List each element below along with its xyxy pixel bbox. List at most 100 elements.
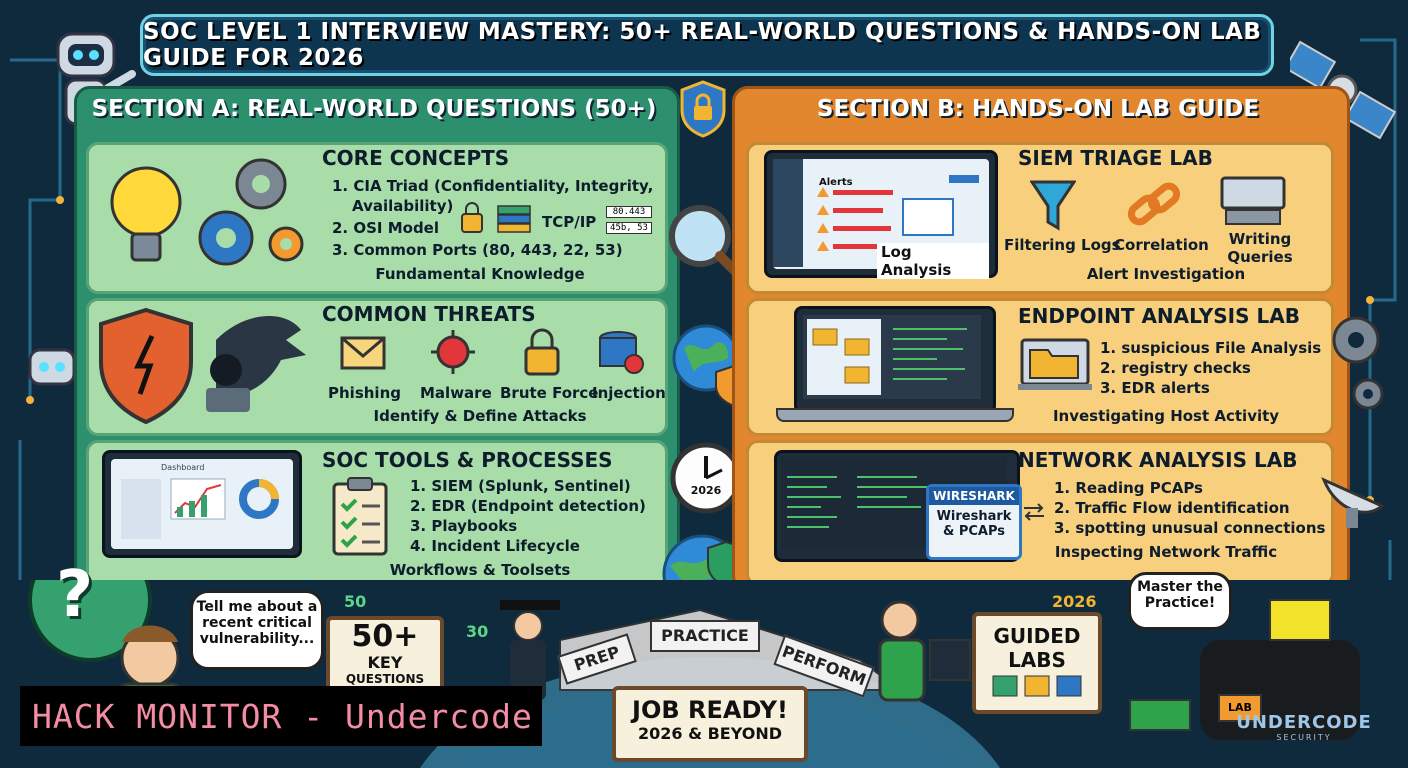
threat-label-brute-force: Brute Force: [500, 384, 599, 402]
lock-stack-icon: [461, 202, 531, 233]
floating-2026: 2026: [1052, 592, 1097, 611]
keyboard-icon: [1220, 176, 1286, 225]
master-line-2: Practice!: [1144, 595, 1216, 611]
lab-book-label: LAB: [1218, 694, 1262, 722]
threat-label-injection: Injection: [592, 384, 666, 402]
clock-year: 2026: [690, 484, 722, 497]
virus-icon: [431, 330, 475, 374]
siem-label-filtering: Filtering Logs: [1004, 236, 1121, 254]
radar-dish-icon: [1321, 477, 1385, 528]
database-icon: [599, 331, 644, 374]
floating-50: 50: [344, 592, 367, 611]
tools-item-4: 4. Incident Lifecycle: [410, 537, 580, 555]
guided-text: GUIDED: [993, 624, 1081, 648]
threat-label-phishing: Phishing: [328, 384, 401, 402]
alerts-label: Alerts: [819, 177, 853, 188]
core-item-1: 1. CIA Triad (Confidentiality, Integrity…: [332, 177, 654, 195]
siem-label-queries: Queries: [1227, 248, 1293, 266]
master-line-1: Master the: [1137, 579, 1223, 595]
clipboard-checklist-icon: [332, 477, 388, 556]
network-item-2: 2. Traffic Flow identification: [1054, 499, 1290, 517]
key-sign-key: KEY: [367, 653, 403, 672]
swap-arrows-icon: [1024, 503, 1044, 521]
siem-lab-title: SIEM TRIAGE LAB: [1018, 146, 1213, 170]
brand-name: UNDERCODE: [1236, 712, 1372, 733]
wireshark-logo: WIRESHARK: [929, 487, 1019, 505]
network-item-1: 1. Reading PCAPs: [1054, 479, 1203, 497]
page-title: SOC LEVEL 1 INTERVIEW MASTERY: 50+ REAL-…: [143, 19, 1262, 71]
guided-icons: [992, 675, 1082, 697]
gears-icon: [1332, 316, 1384, 410]
question-line-3: vulnerability...: [199, 631, 315, 647]
endpoint-item-1: 1. suspicious File Analysis: [1100, 339, 1322, 357]
threat-label-malware: Malware: [420, 384, 492, 402]
tcp-ip-label: TCP/IP: [542, 213, 597, 231]
watermark-box: HACK MONITOR - Undercode: [20, 686, 542, 746]
siem-label-writing: Writing: [1228, 230, 1292, 248]
endpoint-lab-title: ENDPOINT ANALYSIS LAB: [1018, 304, 1300, 328]
port-tag-1: 80.443: [606, 206, 652, 218]
undercode-logo: UNDERCODE SECURITY: [1234, 712, 1374, 742]
alert-list-icon: [773, 159, 979, 267]
core-item-2: Availability): [352, 197, 454, 215]
section-b-heading: SECTION B: HANDS-ON LAB GUIDE: [816, 96, 1260, 122]
job-ready-title: JOB READY!: [632, 696, 788, 724]
shield-lock-icon: [680, 80, 726, 138]
endpoint-item-2: 2. registry checks: [1100, 359, 1251, 377]
key-sign-questions: QUESTIONS: [345, 672, 425, 686]
endpoint-item-3: 3. EDR alerts: [1100, 379, 1210, 397]
file-explorer-icon: [803, 315, 981, 399]
soc-tools-title: SOC TOOLS & PROCESSES: [322, 448, 613, 472]
wireshark-caption-2: & PCAPs: [942, 524, 1006, 539]
tools-item-1: 1. SIEM (Splunk, Sentinel): [410, 477, 631, 495]
floating-30: 30: [466, 622, 489, 641]
core-concepts-title: CORE CONCEPTS: [322, 146, 510, 170]
core-item-3: 2. OSI Model: [332, 219, 439, 237]
key-questions-sign: 50+ KEY QUESTIONS: [326, 616, 444, 694]
dashboard-label: Dashboard: [161, 463, 205, 472]
funnel-icon: [1030, 180, 1076, 231]
brand-tag: SECURITY: [1276, 733, 1332, 742]
wireshark-badge: WIRESHARK Wireshark & PCAPs: [926, 484, 1022, 560]
shield-dragon-icon: [99, 307, 306, 425]
folder-laptop-icon: [1018, 338, 1092, 390]
job-ready-sub: 2026 & BEYOND: [637, 724, 783, 743]
path-practice: PRACTICE: [650, 620, 760, 652]
core-item-4: 3. Common Ports (80, 443, 22, 53): [332, 241, 623, 259]
network-footer: Inspecting Network Traffic: [1054, 543, 1278, 561]
network-item-3: 3. spotting unusual connections: [1054, 519, 1326, 537]
tools-item-2: 2. EDR (Endpoint detection): [410, 497, 646, 515]
core-footer: Fundamental Knowledge: [375, 265, 585, 283]
question-bubble: Tell me about a recent critical vulnerab…: [190, 590, 324, 670]
laptop-base: [776, 408, 1014, 422]
endpoint-footer: Investigating Host Activity: [1052, 407, 1280, 425]
network-monitor: [774, 450, 1020, 562]
labs-text: LABS: [1008, 648, 1066, 672]
siem-monitor: Alerts Log Analysis: [764, 150, 998, 279]
small-robot-icon: [28, 348, 76, 386]
common-threats-title: COMMON THREATS: [322, 302, 536, 326]
dashboard-monitor: Dashboard: [102, 450, 302, 558]
lightbulb-gears-icon: [110, 158, 304, 266]
tools-item-3: 3. Playbooks: [410, 517, 518, 535]
tools-footer: Workflows & Toolsets: [389, 561, 571, 579]
wireshark-caption-1: Wireshark: [936, 509, 1012, 524]
siem-footer: Alert Investigation: [1086, 265, 1246, 283]
master-bubble: Master the Practice!: [1128, 572, 1232, 630]
endpoint-laptop: [794, 306, 996, 414]
port-tag-2: 45b, 53: [606, 222, 652, 234]
siem-label-correlation: Correlation: [1114, 236, 1209, 254]
title-banner: SOC LEVEL 1 INTERVIEW MASTERY: 50+ REAL-…: [140, 14, 1274, 76]
job-ready-sign: JOB READY! 2026 & BEYOND: [612, 686, 808, 762]
dashboard-chart-icon: [121, 478, 279, 539]
section-a-heading: SECTION A: REAL-WORLD QUESTIONS (50+): [91, 96, 657, 122]
core-concepts-card: [86, 142, 668, 294]
question-line-2: recent critical: [202, 615, 312, 631]
threats-footer: Identify & Define Attacks: [373, 407, 587, 425]
log-analysis-label: Log Analysis: [877, 243, 989, 279]
chain-link-icon: [1127, 182, 1181, 226]
network-lab-title: NETWORK ANALYSIS LAB: [1018, 448, 1298, 472]
watermark-text: HACK MONITOR - Undercode: [32, 696, 533, 736]
key-sign-50: 50+: [351, 619, 419, 654]
question-line-1: Tell me about a: [196, 599, 318, 615]
